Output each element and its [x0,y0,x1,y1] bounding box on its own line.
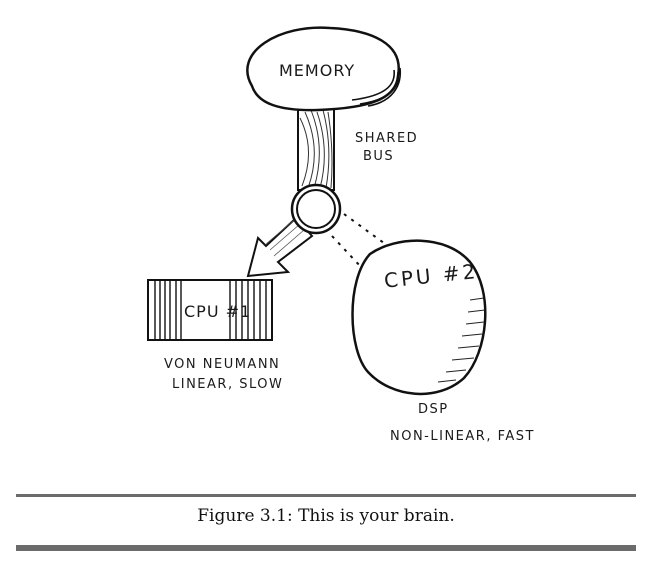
brain-diagram: MEMORY SHARED BUS [147,26,535,444]
cpu2-caption-line1: DSP [418,402,449,417]
dotted-link-upper [343,213,389,247]
bus-label-line2: BUS [363,149,394,164]
bus-label-line1: SHARED [355,131,418,146]
caption-rule-bottom [16,545,636,551]
memory-node: MEMORY [246,26,401,112]
cpu2-caption-line2: NON-LINEAR, FAST [390,429,535,444]
bus-arrow-to-cpu1 [246,216,314,278]
bus-junction-ring [290,183,342,235]
dotted-link-lower [331,235,363,269]
cpu1-node: CPU #1 [147,279,273,341]
cpu1-label: CPU #1 [184,302,251,321]
memory-label: MEMORY [279,61,355,80]
shared-bus-stem [297,107,335,191]
figure-caption: Figure 3.1: This is your brain. [197,506,455,526]
cpu1-caption-line1: VON NEUMANN [164,357,280,372]
caption-rule-top [16,494,636,497]
cpu2-node: CPU #2 [351,239,487,396]
cpu1-caption-line2: LINEAR, SLOW [172,377,283,392]
